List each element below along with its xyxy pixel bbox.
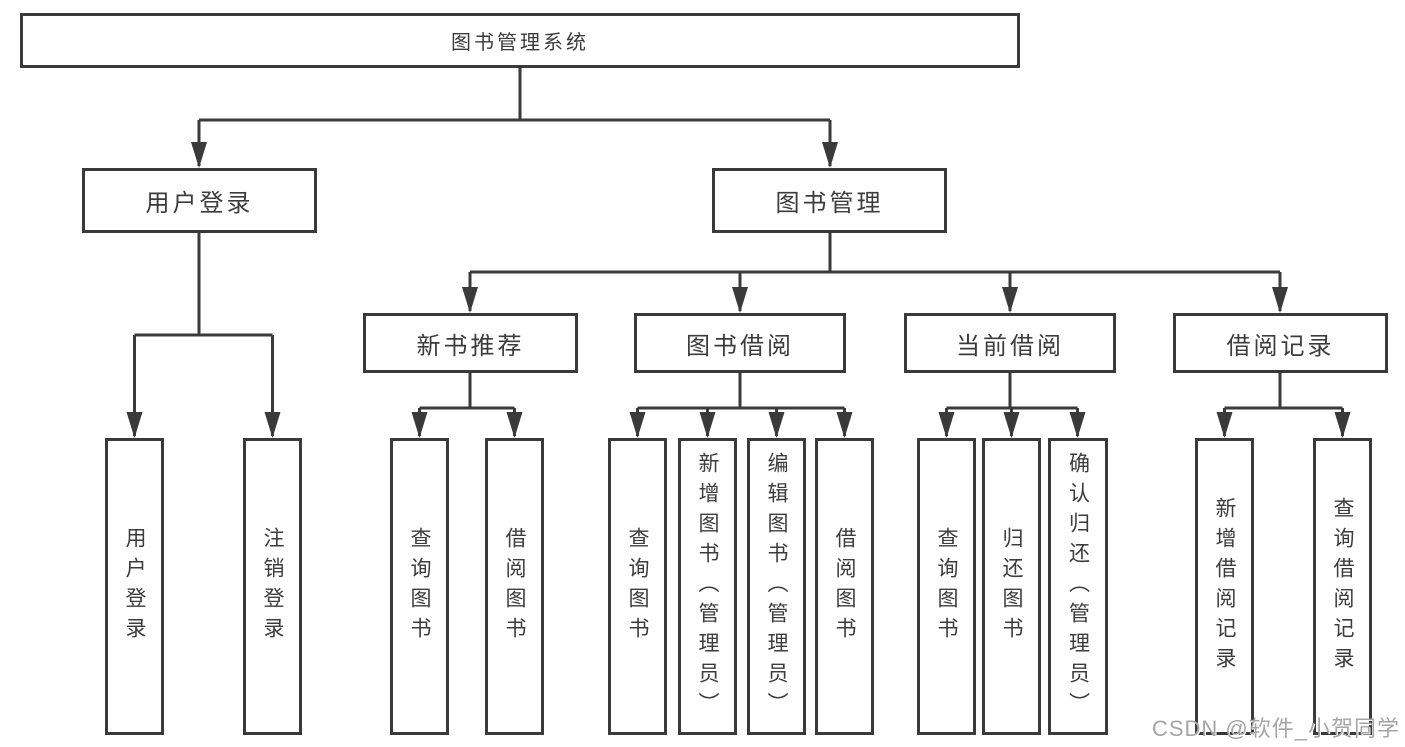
node-label: 借阅记录: [1226, 332, 1335, 360]
connector-userlogin-to-leaves: [133, 233, 274, 436]
leaf-add-borrow-record: 新增借阅记录: [1195, 438, 1254, 735]
arrow-down-icon: [1334, 412, 1351, 438]
node-label: 图书借阅: [686, 332, 794, 360]
node-label: 查询借阅记录: [1331, 496, 1354, 677]
connector-root-to-level2: [197, 68, 832, 166]
connector-newbook-to-leaves: [418, 373, 516, 436]
arrow-down-icon: [411, 412, 428, 438]
node-new-book-recommend: 新书推荐: [363, 313, 578, 373]
node-label: 当前借阅: [956, 332, 1064, 360]
leaf-query-books-current: 查询图书: [917, 438, 976, 735]
node-label: 确认归还（管理员）: [1066, 451, 1090, 722]
node-label: 查询图书: [626, 526, 649, 647]
leaf-add-books-admin: 新增图书（管理员）: [678, 438, 737, 735]
node-user-login: 用户登录: [82, 168, 317, 233]
leaf-edit-books-admin: 编辑图书（管理员）: [747, 438, 806, 735]
node-book-management: 图书管理: [712, 168, 947, 233]
leaf-confirm-return-admin: 确认归还（管理员）: [1048, 438, 1108, 735]
arrow-down-icon: [126, 412, 143, 438]
node-label: 借阅图书: [503, 526, 526, 647]
leaf-logout: 注销登录: [243, 438, 302, 735]
arrow-down-icon: [732, 287, 748, 313]
leaf-query-books-borrow: 查询图书: [608, 438, 667, 735]
node-label: 新增借阅记录: [1213, 496, 1236, 677]
leaf-query-books-recommend: 查询图书: [390, 438, 449, 735]
node-label: 查询图书: [935, 526, 958, 647]
arrow-down-icon: [836, 412, 853, 438]
arrow-down-icon: [822, 142, 838, 168]
csdn-watermark: CSDN @软件_小贺同学: [1151, 716, 1400, 741]
connector-bookborrow-to-leaves: [636, 373, 846, 436]
arrow-down-icon: [938, 412, 955, 438]
arrow-down-icon: [191, 142, 207, 168]
node-label: 图书管理系统: [451, 32, 589, 54]
node-current-borrowing: 当前借阅: [904, 313, 1116, 373]
leaf-borrow-books: 借阅图书: [815, 438, 874, 735]
arrow-down-icon: [1003, 412, 1020, 438]
leaf-return-books: 归还图书: [982, 438, 1041, 735]
arrow-down-icon: [1272, 287, 1288, 313]
node-label: 用户登录: [145, 190, 254, 217]
node-label: 查询图书: [408, 526, 431, 647]
node-book-borrowing: 图书借阅: [634, 313, 846, 373]
arrow-down-icon: [1069, 412, 1086, 438]
arrow-down-icon: [462, 287, 478, 313]
node-library-management-system: 图书管理系统: [20, 13, 1020, 68]
arrow-down-icon: [1216, 412, 1233, 438]
connector-borrowrecord-to-leaves: [1223, 373, 1344, 436]
arrow-down-icon: [699, 412, 716, 438]
node-label: 编辑图书（管理员）: [765, 451, 788, 722]
node-label: 图书管理: [775, 190, 884, 217]
connector-bookmgmt-to-level3: [468, 233, 1282, 311]
node-label: 归还图书: [1000, 526, 1023, 647]
leaf-query-borrow-record: 查询借阅记录: [1313, 438, 1372, 735]
leaf-borrow-books-recommend: 借阅图书: [485, 438, 544, 735]
arrow-down-icon: [1002, 287, 1018, 313]
node-borrowing-records: 借阅记录: [1173, 313, 1388, 373]
arrow-down-icon: [264, 412, 281, 438]
arrow-down-icon: [629, 412, 646, 438]
node-label: 新书推荐: [416, 332, 525, 360]
node-label: 注销登录: [261, 526, 284, 647]
node-label: 新增图书（管理员）: [696, 451, 719, 722]
arrow-down-icon: [768, 412, 785, 438]
node-label: 借阅图书: [833, 526, 856, 647]
arrowheads: [126, 142, 1351, 438]
leaf-user-login: 用户登录: [105, 438, 164, 735]
node-label: 用户登录: [123, 526, 146, 647]
arrow-down-icon: [506, 412, 523, 438]
connector-lines: [133, 68, 1344, 436]
